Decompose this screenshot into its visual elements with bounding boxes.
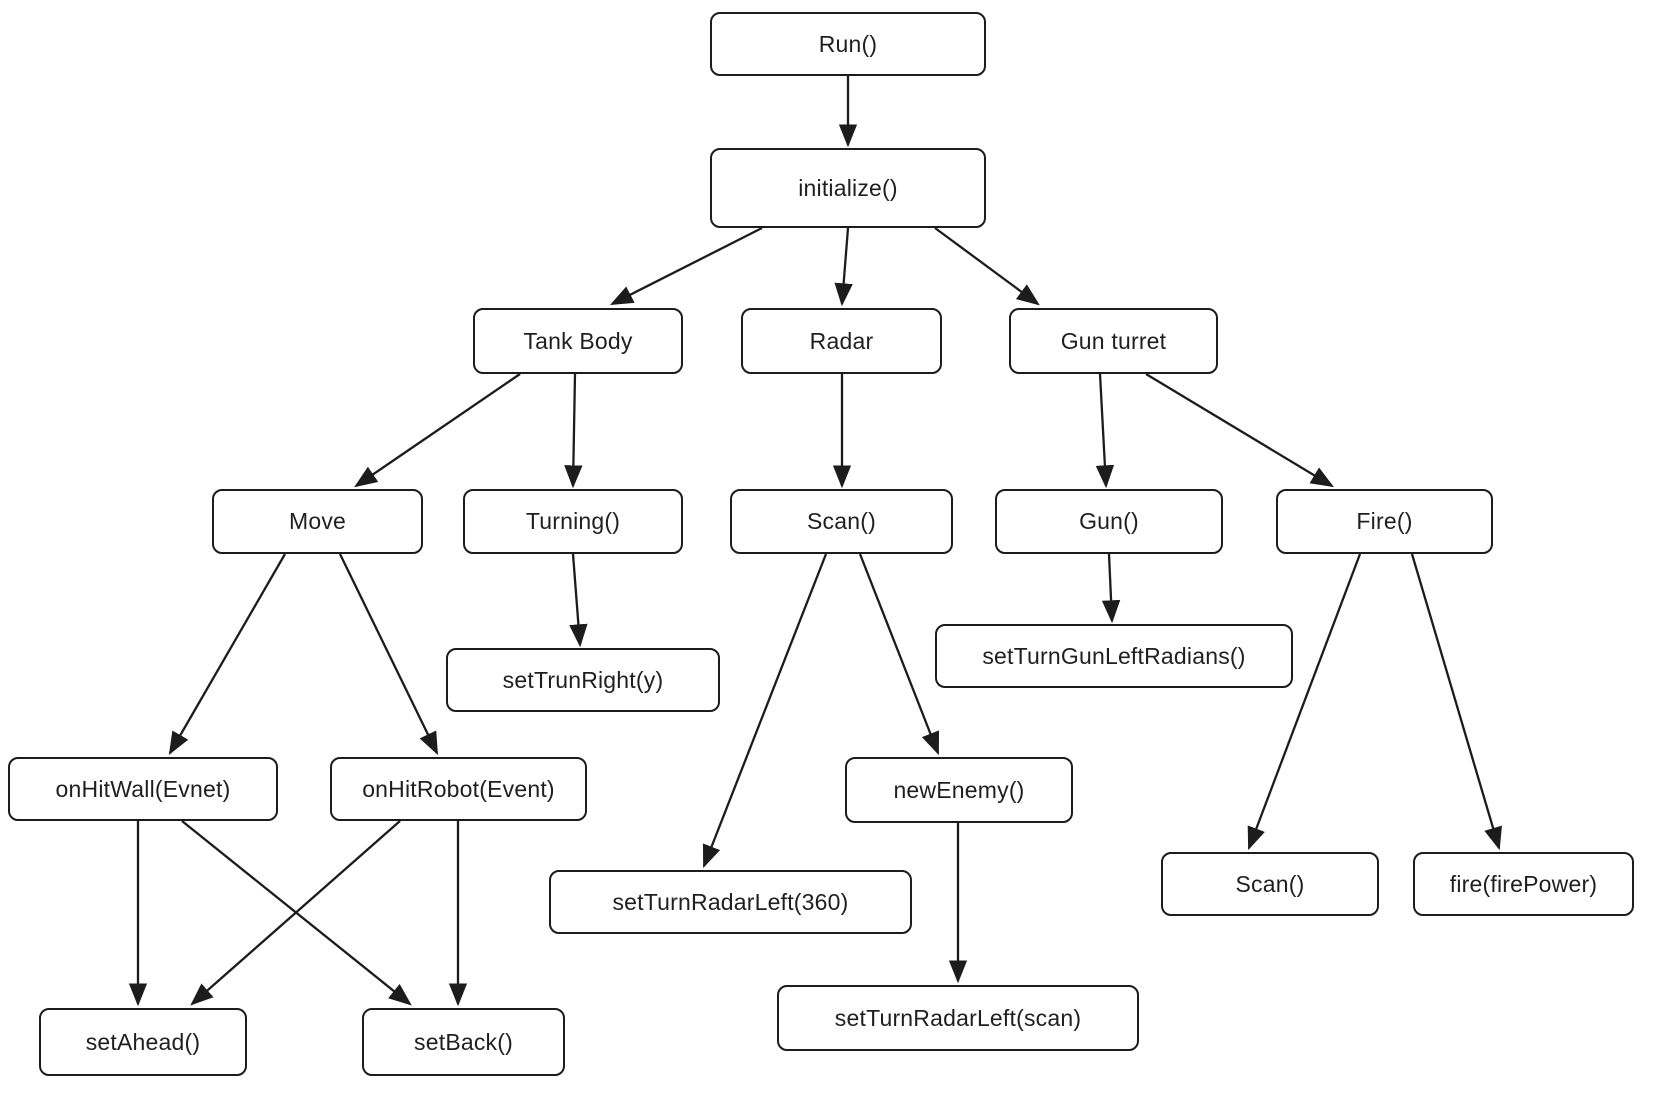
node-move: Move bbox=[212, 489, 423, 554]
node-turning: Turning() bbox=[463, 489, 683, 554]
node-label: Scan() bbox=[1235, 870, 1305, 897]
node-scan2: Scan() bbox=[1161, 852, 1379, 916]
node-gun: Gun() bbox=[995, 489, 1223, 554]
node-setahead: setAhead() bbox=[39, 1008, 247, 1076]
node-label: Gun turret bbox=[1060, 327, 1167, 354]
node-label: Turning() bbox=[525, 508, 621, 534]
node-tankbody: Tank Body bbox=[473, 308, 683, 374]
node-settrunright: setTrunRight(y) bbox=[446, 648, 720, 712]
node-setturngunleftradians: setTurnGunLeftRadians() bbox=[935, 624, 1293, 688]
node-label: newEnemy() bbox=[893, 776, 1025, 803]
node-label: Run() bbox=[818, 30, 878, 57]
node-label: onHitWall(Evnet) bbox=[55, 775, 231, 802]
node-onhitwall: onHitWall(Evnet) bbox=[8, 757, 278, 821]
node-initialize: initialize() bbox=[710, 148, 986, 228]
edge-group bbox=[128, 76, 1502, 1007]
node-label: initialize() bbox=[798, 174, 898, 201]
node-radar: Radar bbox=[741, 308, 942, 374]
node-setturnradarleftscan: setTurnRadarLeft(scan) bbox=[777, 985, 1139, 1051]
edge-scan1-setturnradarleft360 bbox=[702, 553, 828, 869]
node-firefirepower: fire(firePower) bbox=[1413, 852, 1634, 916]
edge-fire-firefirepower bbox=[1410, 553, 1502, 851]
node-label: Fire() bbox=[1356, 508, 1413, 534]
edge-scan1-newenemy bbox=[858, 553, 940, 756]
edge-initialize-tankbody bbox=[609, 226, 763, 306]
edge-move-onhitrobot bbox=[338, 553, 439, 756]
edge-gun-setturngunleftradians bbox=[1101, 553, 1121, 624]
edge-gunturret-fire bbox=[1145, 373, 1334, 488]
node-label: setTurnRadarLeft(360) bbox=[612, 888, 849, 915]
node-label: setTrunRight(y) bbox=[502, 666, 664, 693]
edge-tankbody-move bbox=[354, 373, 521, 488]
node-label: Scan() bbox=[807, 508, 876, 534]
node-label: setTurnRadarLeft(scan) bbox=[834, 1004, 1082, 1031]
node-label: setAhead() bbox=[85, 1028, 201, 1055]
node-scan1: Scan() bbox=[730, 489, 953, 554]
node-label: setBack() bbox=[414, 1028, 513, 1055]
node-label: Gun() bbox=[1079, 508, 1139, 534]
edge-gunturret-gun bbox=[1095, 373, 1115, 489]
edge-tankbody-turning bbox=[564, 373, 583, 489]
node-label: Tank Body bbox=[523, 327, 633, 354]
edge-turning-settrunright bbox=[569, 553, 588, 648]
edge-onhitrobot-setahead bbox=[190, 820, 401, 1006]
node-fire: Fire() bbox=[1276, 489, 1493, 554]
node-label: setTurnGunLeftRadians() bbox=[982, 642, 1246, 669]
node-label: Move bbox=[288, 508, 347, 534]
node-label: fire(firePower) bbox=[1449, 870, 1598, 897]
edge-move-onhitwall bbox=[168, 553, 286, 755]
node-setturnradarleft360: setTurnRadarLeft(360) bbox=[549, 870, 912, 934]
node-label: Radar bbox=[809, 327, 874, 354]
node-label: onHitRobot(Event) bbox=[362, 775, 555, 802]
edge-fire-scan2 bbox=[1247, 553, 1362, 851]
node-run: Run() bbox=[710, 12, 986, 76]
node-setback: setBack() bbox=[362, 1008, 565, 1076]
node-gunturret: Gun turret bbox=[1009, 308, 1218, 374]
edge-initialize-gunturret bbox=[934, 227, 1040, 306]
node-onhitrobot: onHitRobot(Event) bbox=[330, 757, 587, 821]
node-newenemy: newEnemy() bbox=[845, 757, 1073, 823]
edge-initialize-radar bbox=[834, 227, 853, 307]
